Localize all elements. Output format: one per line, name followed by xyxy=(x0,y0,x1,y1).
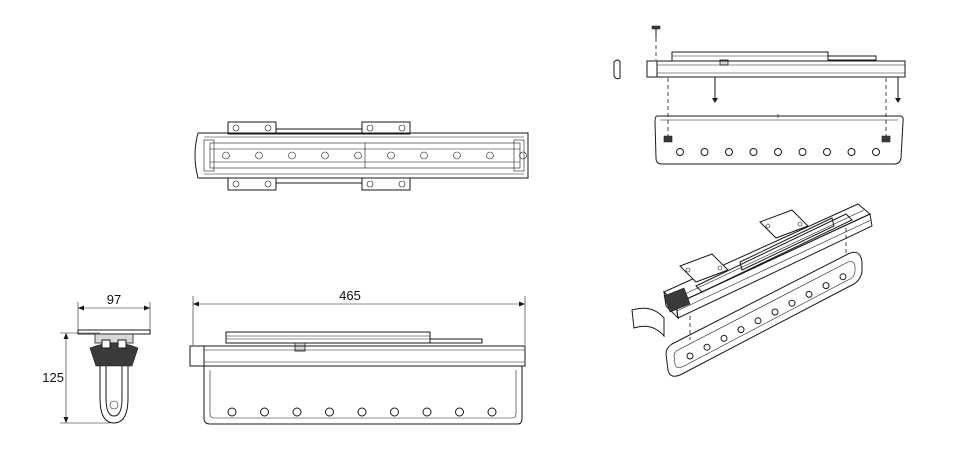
rail-hole xyxy=(321,151,329,160)
hook-ring xyxy=(720,334,728,342)
rail-hole xyxy=(519,151,527,160)
depth-dimension-label: 97 xyxy=(107,292,121,307)
length-dimension-label: 465 xyxy=(339,288,361,303)
hook-ring xyxy=(422,407,432,417)
rail-hole xyxy=(486,151,494,160)
rail-hole xyxy=(453,151,461,160)
rail-hole xyxy=(222,151,230,160)
hook-ring xyxy=(227,407,237,417)
exploded-view xyxy=(613,25,906,165)
hook-ring xyxy=(455,407,464,417)
rail-hole xyxy=(255,151,263,160)
hook-ring xyxy=(700,148,709,156)
hook-ring xyxy=(788,299,796,307)
hook-ring xyxy=(260,407,269,417)
hook-ring xyxy=(703,343,711,351)
hook-ring xyxy=(292,407,302,417)
rail-hole xyxy=(387,151,395,160)
hook-ring xyxy=(754,317,762,325)
hook-ring xyxy=(805,290,813,298)
hook-ring xyxy=(771,308,779,316)
hook-ring xyxy=(798,148,807,156)
isometric-view xyxy=(631,203,873,377)
hook-ring xyxy=(686,352,694,360)
top-view xyxy=(194,121,529,191)
hook-ring xyxy=(823,148,831,156)
hook-ring xyxy=(325,407,334,417)
hook-ring xyxy=(357,407,367,417)
hook-ring xyxy=(847,148,856,156)
side-view: 97 125 xyxy=(42,292,151,424)
front-view: 465 xyxy=(189,288,526,425)
hook-ring xyxy=(676,148,684,156)
hook-ring xyxy=(737,326,745,334)
hook-ring xyxy=(839,273,847,281)
rail-hole xyxy=(288,151,296,160)
hook-ring xyxy=(872,148,880,156)
hook-ring xyxy=(749,148,758,156)
hook-ring xyxy=(725,148,733,156)
height-dimension-label: 125 xyxy=(42,370,64,385)
rail-hole xyxy=(354,151,362,160)
hook-ring xyxy=(822,282,830,290)
hook-ring xyxy=(774,148,782,156)
hook-ring xyxy=(487,407,497,417)
rail-hole xyxy=(420,151,428,160)
hook-ring xyxy=(390,407,399,417)
